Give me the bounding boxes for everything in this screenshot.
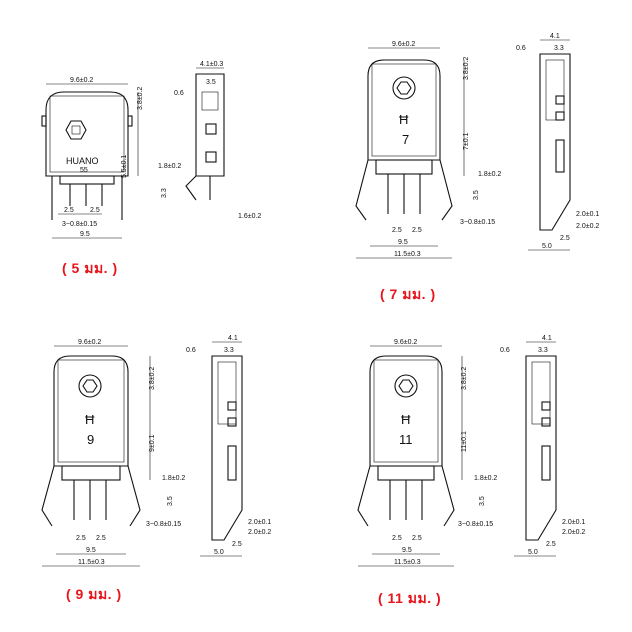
encoder-9mm-front-view: Ħ 9 9.6±0.2 3.8±0.2 9±0.1 1.8±0.2 3.5 3−… <box>41 339 185 567</box>
dim-shaft: 7±0.1 <box>463 132 470 150</box>
encoder-11mm-side-view: 4.1 0.6 3.3 2.0±0.1 2.0±0.2 2.5 5.0 <box>500 335 585 557</box>
brand-sublabel: 55 <box>80 167 88 174</box>
dim-shaft: 11±0.1 <box>461 431 468 452</box>
dim-height: 3.8±0.2 <box>463 57 470 80</box>
dim-leg: 1.8±0.2 <box>478 171 501 178</box>
dim-pitch-b: 2.5 <box>96 535 106 542</box>
side-dim-depth: 4.1 <box>550 33 560 40</box>
side-dim-c: 3.3 <box>161 188 168 198</box>
caption-7mm: ( 7 มม. ) <box>380 286 436 302</box>
dim-shaft: 9±0.1 <box>149 434 156 452</box>
side-dim-c: 2.0±0.2 <box>562 529 585 536</box>
dim-pin: 3−0.8±0.15 <box>146 521 181 528</box>
side-dim-t: 0.6 <box>186 347 196 354</box>
encoder-7mm-side-view: 4.1 0.6 3.3 2.0±0.1 2.0±0.2 2.5 5.0 <box>516 33 599 251</box>
side-dim-d: 2.5 <box>560 235 570 242</box>
dim-span: 9.5 <box>398 239 408 246</box>
caption-11mm: ( 11 มม. ) <box>378 590 442 606</box>
height-label-7: 7 <box>402 132 409 147</box>
brand-label: HUANO <box>66 156 99 166</box>
dim-a: 3.5 <box>479 496 486 506</box>
caption-9mm: ( 9 มม. ) <box>66 586 122 602</box>
dim-pitch-a: 2.5 <box>76 535 86 542</box>
side-dim-depth: 4.1 <box>228 335 238 342</box>
side-dim-a: 3.3 <box>554 45 564 52</box>
dim-height: 3.8±0.2 <box>149 367 156 390</box>
caption-5mm: ( 5 มม. ) <box>62 260 118 276</box>
side-dim-d: 2.5 <box>546 541 556 548</box>
encoder-5mm-front-view: HUANO 55 9.6±0.2 2.5 2.5 3−0.8±0.15 9.5 … <box>41 77 181 239</box>
side-dim-b: 2.0±0.1 <box>248 519 271 526</box>
dim-height: 3.8±0.2 <box>461 367 468 390</box>
side-dim-a: 3.3 <box>224 347 234 354</box>
side-dim-a: 3.5 <box>206 79 216 86</box>
side-dim-a: 3.3 <box>538 347 548 354</box>
dim-height: 3.8±0.2 <box>137 87 144 110</box>
dim-a: 3.5 <box>473 190 480 200</box>
dim-pin: 3−0.8±0.15 <box>460 219 495 226</box>
dim-pitch-b: 2.5 <box>412 535 422 542</box>
encoder-9mm-side-view: 4.1 0.6 3.3 2.0±0.1 2.0±0.2 2.5 5.0 <box>186 335 271 557</box>
dim-width: 9.6±0.2 <box>392 41 415 48</box>
side-dim-b: 2.0±0.1 <box>562 519 585 526</box>
side-dim-d: 2.5 <box>232 541 242 548</box>
encoder-7mm-front-view: Ħ 7 9.6±0.2 3.8±0.2 7±0.1 1.8±0.2 3.5 3−… <box>355 41 501 259</box>
side-dim-b: 2.0±0.1 <box>576 211 599 218</box>
dim-pitch-a: 2.5 <box>392 535 402 542</box>
dim-shaft: 5.5±0.1 <box>121 155 128 178</box>
side-dim-c: 2.0±0.2 <box>576 223 599 230</box>
h-mark: Ħ <box>401 412 411 427</box>
dim-leg: 1.8±0.2 <box>162 475 185 482</box>
side-dim-pin: 1.6±0.2 <box>238 213 261 220</box>
side-dim-t: 0.6 <box>516 45 526 52</box>
side-dim-e: 5.0 <box>214 549 224 556</box>
dim-pin: 3−0.8±0.15 <box>458 521 493 528</box>
dim-pitch-b: 2.5 <box>412 227 422 234</box>
dim-outer: 11.5±0.3 <box>394 251 421 258</box>
side-dim-t: 0.6 <box>174 90 184 97</box>
dim-outer: 11.5±0.3 <box>78 559 105 566</box>
height-label-11: 11 <box>399 432 413 447</box>
dim-span: 9.5 <box>86 547 96 554</box>
dim-width: 9.6±0.2 <box>78 339 101 346</box>
dim-pitch-b: 2.5 <box>90 207 100 214</box>
encoder-5mm-side-view: 4.1±0.3 3.5 0.6 3.3 1.6±0.2 <box>161 61 261 220</box>
h-mark: Ħ <box>399 112 409 127</box>
side-dim-depth: 4.1 <box>542 335 552 342</box>
side-dim-e: 5.0 <box>528 549 538 556</box>
dim-leg: 1.8±0.2 <box>474 475 497 482</box>
dim-pin: 3−0.8±0.15 <box>62 221 97 228</box>
height-label-9: 9 <box>87 432 94 447</box>
dim-span: 9.5 <box>80 231 90 238</box>
dim-pitch-a: 2.5 <box>392 227 402 234</box>
h-mark: Ħ <box>85 412 95 427</box>
dim-leg: 1.8±0.2 <box>158 163 181 170</box>
dim-span: 9.5 <box>402 547 412 554</box>
side-dim-c: 2.0±0.2 <box>248 529 271 536</box>
encoder-11mm-front-view: Ħ 11 9.6±0.2 3.8±0.2 11±0.1 1.8±0.2 3.5 … <box>357 339 497 567</box>
side-dim-e: 5.0 <box>542 243 552 250</box>
dim-width: 9.6±0.2 <box>394 339 417 346</box>
dim-width: 9.6±0.2 <box>70 77 93 84</box>
dim-a: 3.5 <box>167 496 174 506</box>
side-dim-t: 0.6 <box>500 347 510 354</box>
side-dim-depth: 4.1±0.3 <box>200 61 223 68</box>
dim-pitch-a: 2.5 <box>64 207 74 214</box>
dim-outer: 11.5±0.3 <box>394 559 421 566</box>
